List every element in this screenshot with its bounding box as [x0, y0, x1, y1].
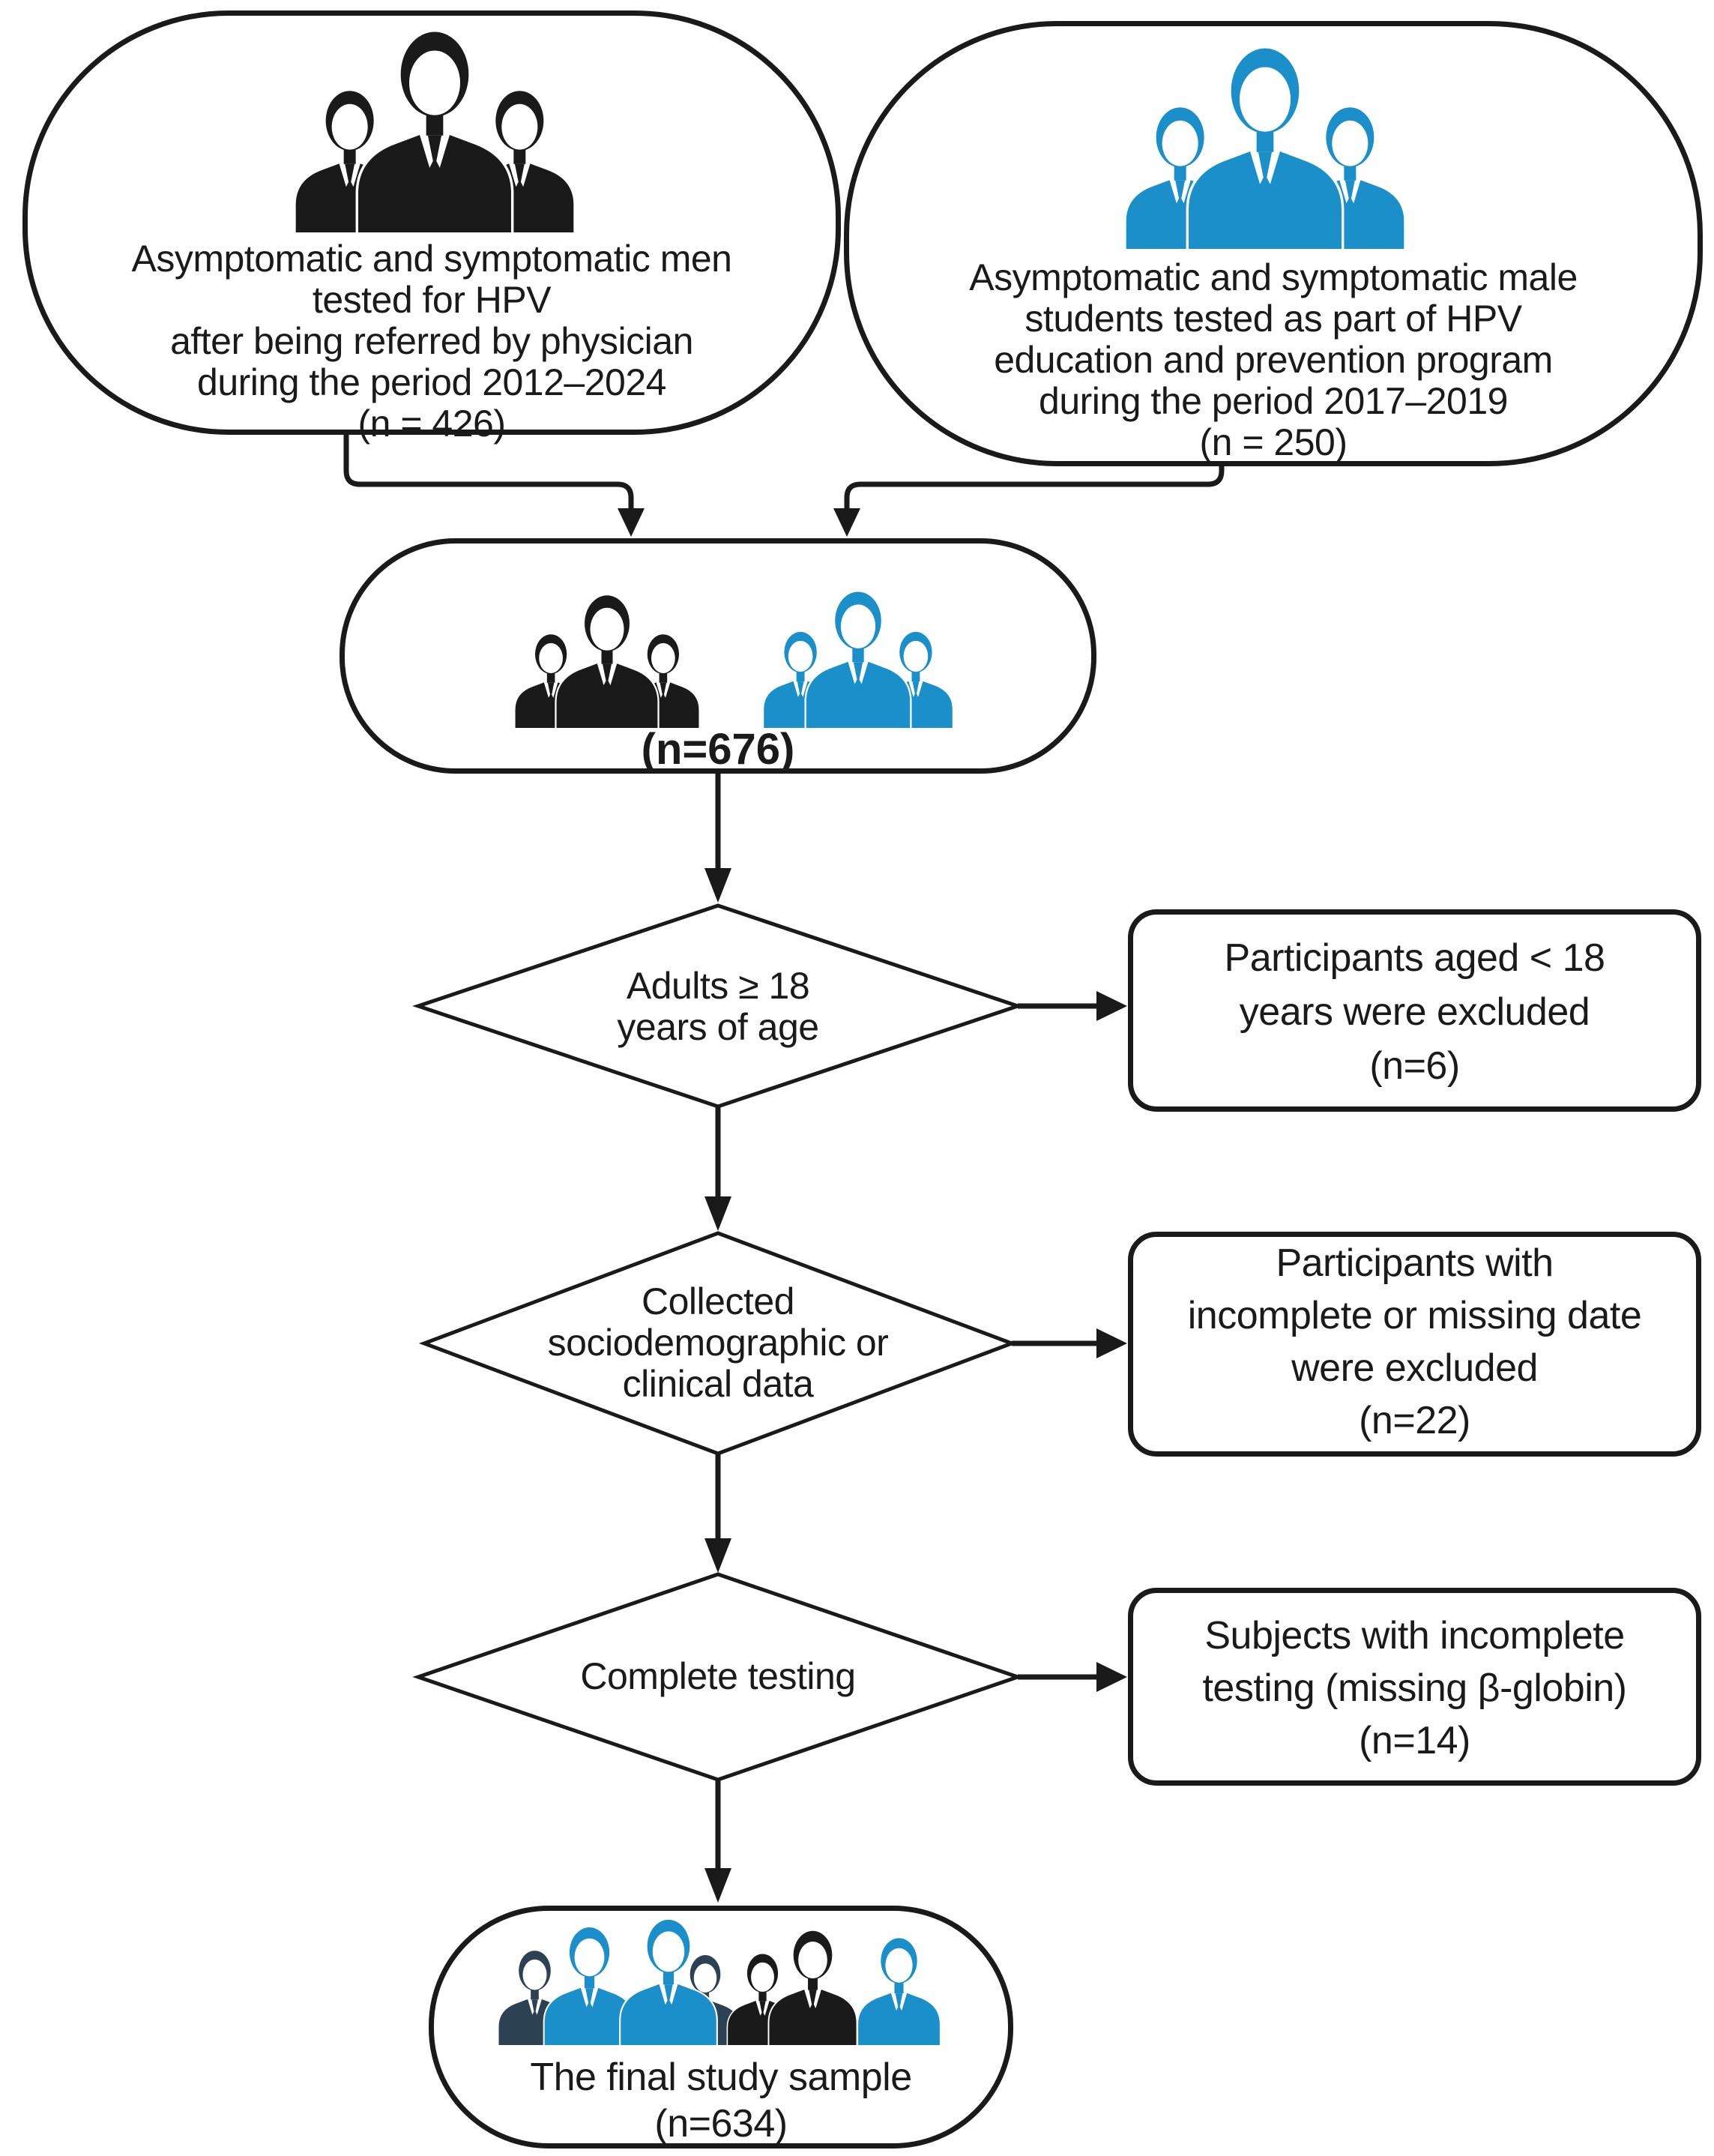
arrowhead-icon: [833, 508, 860, 537]
decision-testing-label: Complete testing: [580, 1655, 856, 1697]
excluded-testing-label: Subjects with incomplete testing (missin…: [1202, 1614, 1627, 1762]
excluded-age-label: Participants aged < 18 years were exclud…: [1224, 936, 1605, 1088]
decision-data-label: Collected sociodemographic or clinical d…: [547, 1280, 889, 1405]
excluded-data-box: [1128, 1232, 1701, 1457]
excluded-data-label: Participants with incomplete or missing …: [1187, 1241, 1642, 1442]
merged-pool-box: [340, 538, 1096, 774]
final-sample-label: The final study sample (n=634): [530, 2056, 912, 2146]
arrowhead-icon: [618, 508, 645, 537]
source-referred-label: Asymptomatic and symptomatic men tested …: [131, 238, 732, 445]
connector-students-to-merged: [844, 465, 1225, 511]
source-students-label: Asymptomatic and symptomatic male studen…: [969, 256, 1578, 463]
merged-pool-count-label: (n=676): [641, 725, 795, 774]
arrowhead-icon: [1096, 1662, 1127, 1692]
arrowhead-icon: [704, 1868, 731, 1903]
arrowhead-icon: [704, 1196, 731, 1231]
excluded-testing-box: [1128, 1588, 1701, 1786]
arrowhead-icon: [704, 1538, 731, 1573]
connector-referred-to-merged: [343, 433, 634, 511]
arrowhead-icon: [1096, 1328, 1127, 1358]
arrowhead-icon: [704, 868, 731, 903]
arrowhead-icon: [1096, 991, 1127, 1021]
decision-age-label: Adults ≥ 18 years of age: [617, 965, 819, 1048]
excluded-age-box: [1128, 909, 1701, 1112]
